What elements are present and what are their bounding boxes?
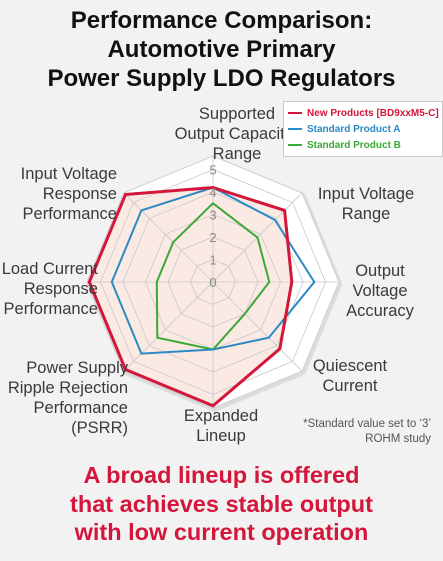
axis-label-line: Range <box>341 205 391 223</box>
axis-label-line: Expanded <box>183 407 259 425</box>
axis-label-line: Output Capacitor <box>174 125 300 143</box>
axis-label-line: (PSRR) <box>71 419 128 437</box>
radar-spoke-4 <box>212 281 303 372</box>
title-line-3: Power Supply LDO Regulators <box>47 65 396 92</box>
axis-label-line: Current <box>322 377 378 395</box>
legend-swatch-standard-b <box>288 144 302 146</box>
axis-label-line: Voltage <box>352 282 408 300</box>
axis-label-line: Performance <box>22 205 117 223</box>
axis-label-line: Response <box>23 280 98 298</box>
legend-item-standard-b: Standard Product B <box>288 137 438 153</box>
axis-label-line: Quiescent <box>312 357 388 375</box>
legend-swatch-new-products <box>288 112 302 114</box>
series-line-new-products <box>87 185 294 408</box>
footnote: *Standard value set to ‘3’ ROHM study <box>271 417 431 447</box>
tagline-line-2: that achieves stable output <box>70 490 373 517</box>
axis-label-line: Input Voltage <box>20 165 117 183</box>
axis-label-line: Input Voltage <box>317 185 415 203</box>
footnote-line-2: ROHM study <box>365 433 431 445</box>
chart-legend: New Products [BD9xxM5-C] Standard Produc… <box>283 101 443 157</box>
footnote-line-1: *Standard value set to ‘3’ <box>303 418 431 430</box>
axis-label-line: Power Supply <box>26 359 128 377</box>
axis-label-line: Load Current <box>1 260 98 278</box>
axis-label-line: Supported <box>198 105 276 123</box>
title-line-1: Performance Comparison: <box>70 7 373 34</box>
axis-label-line: Range <box>212 145 262 163</box>
radar-spoke-6 <box>123 281 214 372</box>
title-line-2: Automotive Primary <box>107 36 336 63</box>
radar-spoke-8 <box>123 192 214 283</box>
tick-label-5: 5 <box>209 163 216 178</box>
legend-swatch-standard-a <box>288 128 302 130</box>
axis-label-line: Performance <box>33 399 128 417</box>
legend-label-standard-a: Standard Product A <box>307 123 401 135</box>
chart-title: Performance Comparison: Automotive Prima… <box>0 6 443 93</box>
legend-label-new-products: New Products [BD9xxM5-C] <box>307 107 439 119</box>
axis-label-line: Output <box>355 262 405 280</box>
axis-label-line: Response <box>42 185 117 203</box>
axis-label-line: Lineup <box>196 427 246 445</box>
legend-item-new-products: New Products [BD9xxM5-C] <box>288 105 439 121</box>
axis-label-line: Performance <box>3 300 98 318</box>
tagline: A broad lineup is offered that achieves … <box>0 461 443 547</box>
legend-label-standard-b: Standard Product B <box>307 139 401 151</box>
tagline-line-3: with low current operation <box>74 519 369 545</box>
tick-label-3: 3 <box>209 208 216 223</box>
tick-label-4: 4 <box>209 185 216 200</box>
tick-label-1: 1 <box>209 253 216 268</box>
axis-label-line: Accuracy <box>346 302 414 320</box>
tick-label-0: 0 <box>209 275 216 290</box>
axis-label-line: Ripple Rejection <box>7 379 128 397</box>
tagline-line-1: A broad lineup is offered <box>83 462 360 488</box>
tick-label-2: 2 <box>209 230 216 245</box>
legend-item-standard-a: Standard Product A <box>288 121 438 137</box>
